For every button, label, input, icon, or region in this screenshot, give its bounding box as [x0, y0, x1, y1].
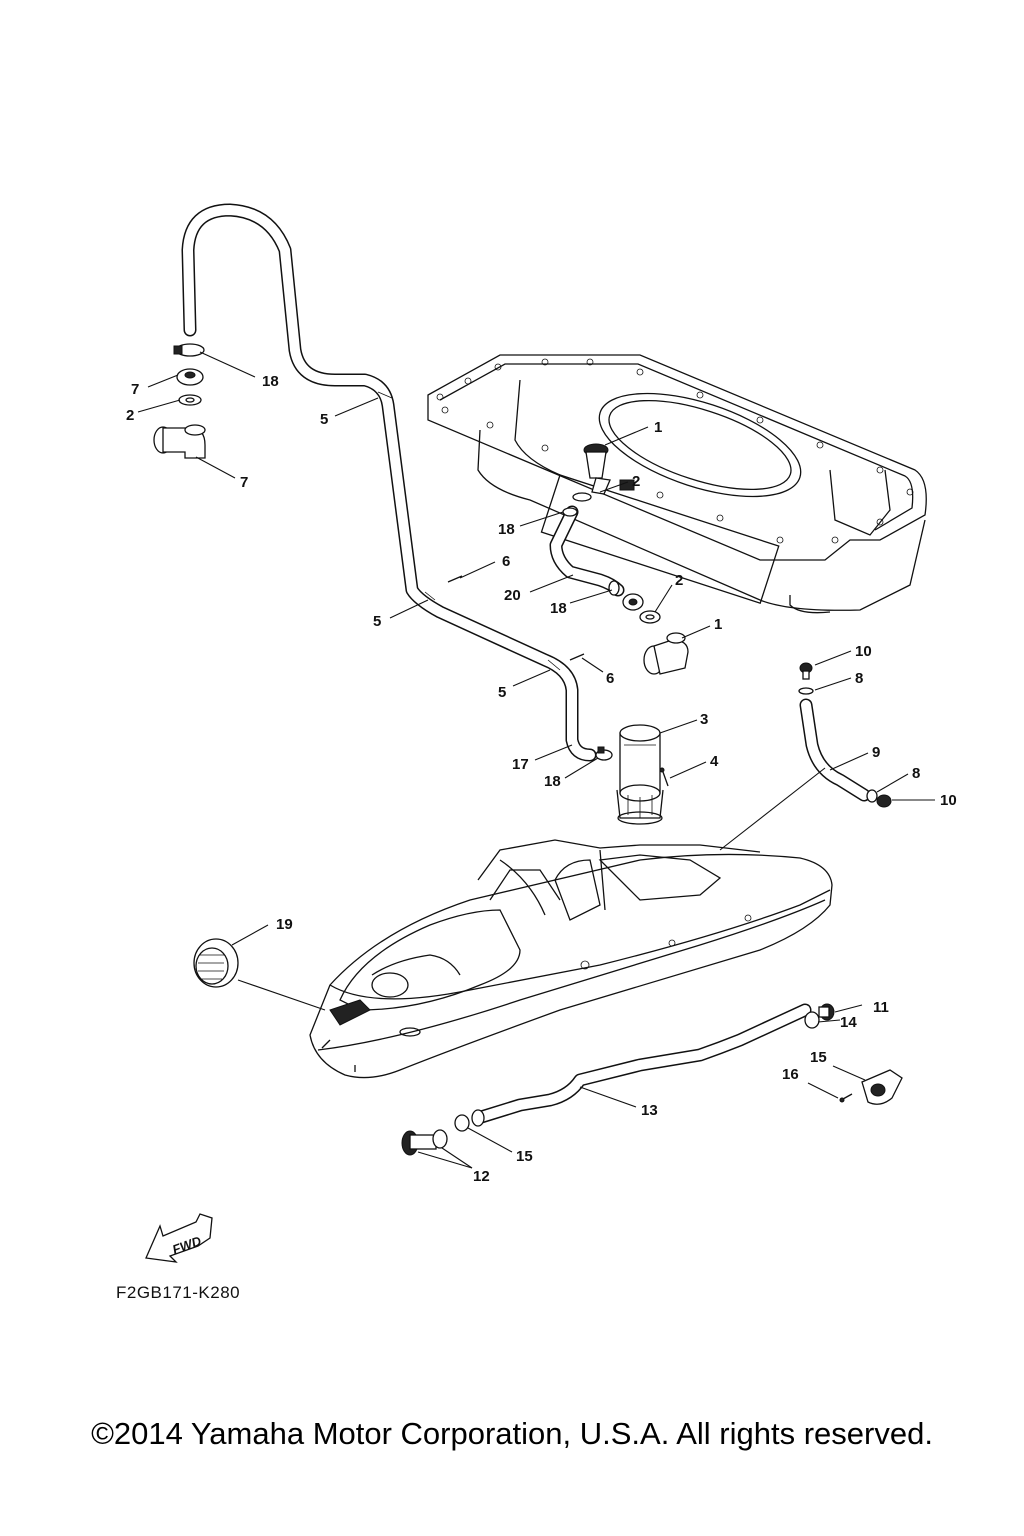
- callout-10: 10: [940, 792, 957, 809]
- callout-6: 6: [606, 670, 614, 687]
- callout-5: 5: [373, 613, 381, 630]
- hose-13: [471, 1003, 812, 1127]
- callout-10: 10: [855, 643, 872, 660]
- copyright-notice: ©2014 Yamaha Motor Corporation, U.S.A. A…: [91, 1416, 933, 1451]
- washer-2-mid: [639, 610, 661, 624]
- elbow-fitting-7: [153, 424, 206, 459]
- screw-6-lower: [569, 653, 585, 661]
- callout-15: 15: [810, 1049, 827, 1066]
- nut-mid: [622, 593, 644, 611]
- callout-1: 1: [714, 616, 722, 633]
- callout-1: 1: [654, 419, 662, 436]
- callout-13: 13: [641, 1102, 658, 1119]
- washer-2-upper: [178, 394, 202, 406]
- callout-3: 3: [700, 711, 708, 728]
- cap-10-upper: [799, 662, 813, 680]
- drain-plug-11: [818, 1003, 835, 1021]
- leader-lines: [137, 351, 935, 1169]
- callout-20: 20: [504, 587, 521, 604]
- callout-15: 15: [516, 1148, 533, 1165]
- callout-7: 7: [240, 474, 248, 491]
- callout-9: 9: [872, 744, 880, 761]
- callout-6: 6: [502, 553, 510, 570]
- callout-8: 8: [855, 670, 863, 687]
- cover-15: [861, 1069, 903, 1105]
- callout-11: 11: [873, 999, 889, 1016]
- callout-8: 8: [912, 765, 920, 782]
- nut-15: [454, 1114, 470, 1132]
- clamp-18-lower: [595, 746, 613, 761]
- callout-18: 18: [550, 600, 567, 617]
- callout-14: 14: [840, 1014, 857, 1031]
- drain-fitting-1-upper: [583, 443, 611, 495]
- clip-8-upper: [798, 687, 814, 695]
- callout-18: 18: [262, 373, 279, 390]
- drain-plug-12: [401, 1129, 448, 1156]
- fwd-label: FWD: [170, 1233, 204, 1257]
- callout-2: 2: [126, 407, 134, 424]
- nut-14: [804, 1011, 820, 1029]
- callout-5: 5: [498, 684, 506, 701]
- clamp-18-upper: [173, 343, 205, 357]
- screw-16: [839, 1093, 853, 1103]
- boat-hull: [309, 839, 833, 1079]
- screw-4: [659, 767, 669, 787]
- callout-16: 16: [782, 1066, 799, 1083]
- callout-12: 12: [473, 1168, 490, 1185]
- hose-20: [549, 505, 625, 597]
- clip-8-lower: [866, 789, 878, 803]
- diagram-code: F2GB171-K280: [116, 1283, 241, 1302]
- screw-holes: [436, 358, 914, 544]
- callout-18: 18: [544, 773, 561, 790]
- bilge-pump-3: [616, 724, 664, 825]
- callouts: 1 1 2 2 2 3 4 5 5 5 6 6 7 7 8 8 9 10 10 …: [126, 373, 957, 1185]
- grommet-7: [176, 368, 204, 386]
- callout-17: 17: [512, 756, 529, 773]
- callout-5: 5: [320, 411, 328, 428]
- inspection-plug-19: [193, 938, 239, 988]
- tub-assembly: [427, 354, 927, 614]
- callout-4: 4: [710, 753, 719, 770]
- hose-5: [181, 203, 597, 762]
- cap-10-lower: [876, 794, 892, 808]
- drain-fitting-1-mid: [643, 632, 689, 675]
- hose-9: [799, 698, 871, 802]
- callout-19: 19: [276, 916, 293, 933]
- screw-6-upper: [447, 575, 463, 583]
- fwd-arrow-icon: FWD: [145, 1213, 213, 1263]
- callout-2: 2: [675, 572, 683, 589]
- callout-7: 7: [131, 381, 139, 398]
- callout-2: 2: [632, 473, 640, 490]
- callout-18: 18: [498, 521, 515, 538]
